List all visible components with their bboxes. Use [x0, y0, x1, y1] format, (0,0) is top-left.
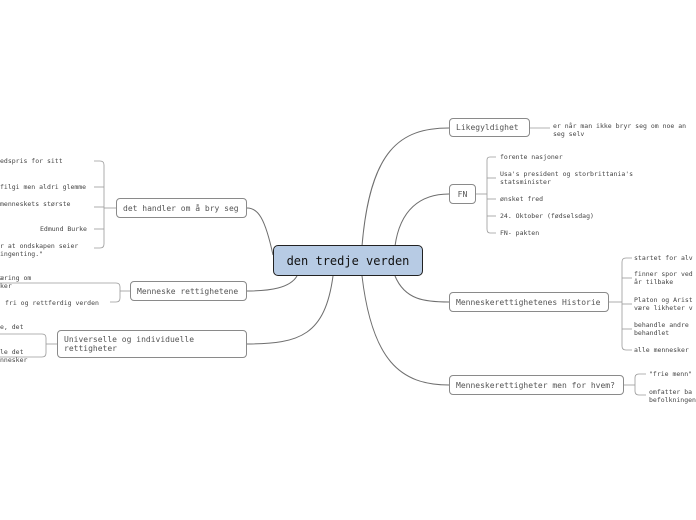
leaf-historie-6: behandle andre — [634, 321, 689, 329]
leaf-likegyldighet-1: er når man ikke bryr seg om noe an — [553, 122, 687, 130]
connector-rettighetene — [246, 275, 298, 292]
leaf-fn-6: FN- pakten — [500, 229, 540, 237]
leaf-historie-7: behandlet — [634, 329, 670, 337]
leaf-bryseg-5: r at ondskapen seier — [0, 242, 79, 250]
topic-det-handler-om-a-bry-seg[interactable]: det handler om å bry seg — [116, 198, 247, 218]
connector-forhvem — [361, 275, 450, 386]
leaf-fn-2: Usa's president og storbrittania's — [500, 170, 634, 178]
connector-historie — [394, 275, 450, 303]
leaf-likegyldighet-2: seg selv — [553, 130, 585, 138]
topic-likegyldighet[interactable]: Likegyldighet — [449, 118, 530, 137]
leaf-universelle-1: e, det — [0, 323, 24, 331]
leaf-forhvem-3: befolkningen — [649, 396, 696, 404]
topic-menneske-rettighetene[interactable]: Menneske rettighetene — [130, 281, 247, 301]
leaf-rettighetene-3: fri og rettferdig verden — [5, 299, 99, 307]
leaf-fn-3: statsminister — [500, 178, 551, 186]
leaf-fn-5: 24. Oktober (fødselsdag) — [500, 212, 594, 220]
topic-menneskerettigheter-for-hvem[interactable]: Menneskerettigheter men for hvem? — [449, 375, 624, 395]
leaf-historie-2: finner spor ved — [634, 270, 693, 278]
leaf-bryseg-3: menneskets største — [0, 200, 71, 208]
topic-menneskerettighetenes-historie[interactable]: Menneskerettighetenes Historie — [449, 292, 609, 312]
leaf-bryseg-6: ingenting." — [0, 250, 44, 258]
topic-universelle-line2: rettigheter — [64, 344, 117, 353]
leaf-forhvem-1: "frie menn" — [649, 370, 693, 378]
leaf-rettighetene-1: æring om — [0, 274, 32, 282]
connector-bryseg — [246, 207, 274, 256]
leaf-historie-3: år tilbake — [634, 278, 674, 286]
leaf-universelle-2: le det — [0, 348, 24, 356]
topic-fn[interactable]: FN — [449, 184, 476, 204]
leaf-bryseg-2: filgi men aldri glemme — [0, 183, 87, 191]
leaf-historie-5: være likheter v — [634, 304, 693, 312]
connector-fn — [394, 193, 450, 247]
leaf-universelle-3: nnesker — [0, 356, 28, 364]
connector-universelle — [246, 275, 334, 345]
topic-universelle-og-individuelle-rettigheter[interactable]: Universelle og individuelle rettigheter — [57, 330, 247, 358]
leaf-bryseg-4: Edmund Burke — [40, 225, 87, 233]
leaf-fn-1: forente nasjoner — [500, 153, 563, 161]
topic-universelle-line1: Universelle og individuelle — [64, 335, 195, 344]
leaf-fn-4: ønsket fred — [500, 195, 544, 203]
leaf-rettighetene-2: ker — [0, 282, 12, 290]
leaf-historie-1: startet for alv — [634, 254, 693, 262]
connector-likegyldighet — [361, 127, 450, 247]
leaf-bryseg-1: edspris for sitt — [0, 157, 63, 165]
central-topic[interactable]: den tredje verden — [273, 245, 423, 276]
leaf-forhvem-2: omfatter ba — [649, 388, 693, 396]
leaf-historie-8: alle mennesker — [634, 346, 689, 354]
leaf-historie-4: Platon og Arist — [634, 296, 693, 304]
